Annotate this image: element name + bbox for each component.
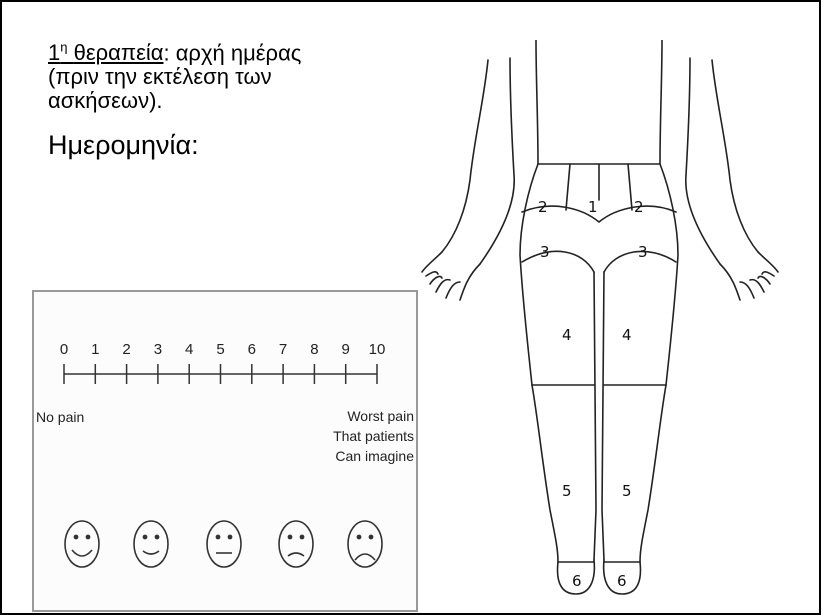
heading-line-2: (πριν την εκτέλεση των — [48, 65, 408, 89]
worst-pain-line-1: Worst pain — [347, 408, 414, 424]
worst-pain-line-2: That patients — [333, 428, 414, 444]
zone-4-right-label: 4 — [622, 326, 632, 344]
scale-tick-label: 9 — [342, 341, 350, 358]
zone1-left — [566, 164, 570, 210]
left-inner-leg — [594, 272, 596, 560]
very-sad-face-icon — [348, 521, 382, 567]
very-happy-face-icon — [65, 521, 99, 567]
zone-5-right-label: 5 — [622, 482, 632, 500]
heading-line-3: ασκήσεων). — [48, 89, 408, 113]
scale-tick-label: 0 — [60, 341, 68, 358]
pain-scale-svg: 0 1 2 3 4 5 6 7 8 9 10 No pain Worst pain That pat… — [34, 292, 416, 610]
happy-face-icon — [134, 521, 168, 567]
therapy-heading: 1η θεραπεία: αρχή ημέρας (πριν την εκτέλ… — [48, 36, 408, 113]
scale-tick-label: 10 — [369, 341, 386, 358]
zone1-right — [628, 164, 632, 210]
neutral-face-icon — [207, 521, 241, 567]
sad-face-icon — [279, 521, 313, 567]
heading-number: 1 — [48, 40, 60, 65]
right-lower-leg-outer — [640, 385, 666, 562]
trunk-left — [536, 40, 538, 164]
no-pain-label: No pain — [36, 409, 84, 425]
body-map-figure: 1 2 2 3 3 4 4 5 5 6 6 — [412, 40, 792, 600]
left-hand — [422, 252, 480, 300]
zone-6-left-label: 6 — [572, 572, 582, 590]
right-arm-inner — [686, 58, 720, 264]
heading-superscript: η — [60, 40, 67, 55]
zone-4-left-label: 4 — [562, 326, 572, 344]
zone-3-right-label: 3 — [638, 243, 648, 261]
trunk-right — [660, 40, 662, 164]
right-arm-outer — [712, 60, 758, 252]
heading-line-1: 1η θεραπεία: αρχή ημέρας — [48, 36, 408, 65]
zone-2-left-label: 2 — [538, 198, 548, 216]
zone-5-left-label: 5 — [562, 482, 572, 500]
left-arm-inner — [480, 58, 514, 264]
scale-tick-label: 7 — [279, 341, 287, 358]
date-label: Ημερομηνία: — [48, 130, 199, 161]
scale-tick-label: 1 — [91, 341, 99, 358]
heading-underlined: 1η θεραπεία — [48, 40, 163, 65]
heading-therapy-word: θεραπεία — [74, 40, 164, 65]
left-lower-leg-outer — [532, 385, 558, 562]
left-arm-outer — [442, 60, 488, 252]
right-hand — [720, 252, 778, 300]
worst-pain-line-3: Can imagine — [335, 448, 414, 464]
heading-rest: : αρχή ημέρας — [163, 40, 301, 65]
right-inner-leg — [602, 272, 604, 560]
scale-tick-label: 6 — [248, 341, 256, 358]
scale-tick-label: 8 — [310, 341, 318, 358]
left-hip-outline — [520, 164, 538, 385]
scale-tick-label: 3 — [154, 341, 162, 358]
pain-scale-box: 0 1 2 3 4 5 6 7 8 9 10 No pain Worst pain That pat… — [32, 290, 418, 612]
zone-1-label: 1 — [588, 198, 598, 216]
scale-tick-label: 5 — [216, 341, 224, 358]
scale-tick-label: 4 — [185, 341, 193, 358]
scale-tick-label: 2 — [122, 341, 130, 358]
zone-6-right-label: 6 — [617, 572, 627, 590]
zone-2-right-label: 2 — [634, 198, 644, 216]
right-hip-outline — [660, 164, 678, 385]
zone-3-left-label: 3 — [540, 243, 550, 261]
